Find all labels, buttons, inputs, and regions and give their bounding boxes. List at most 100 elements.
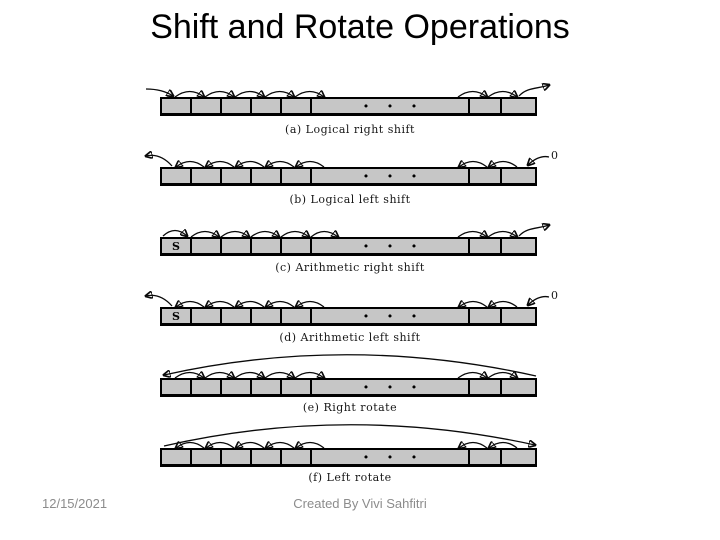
shift-arc <box>206 443 235 449</box>
shift-arc <box>459 302 488 308</box>
shift-arc <box>457 92 487 98</box>
shift-arc <box>250 232 279 238</box>
ellipsis-cell: • • • <box>312 99 470 113</box>
caption-logical-right-shift: (a) Logical right shift <box>285 123 415 136</box>
shift-arc <box>176 443 205 449</box>
register-cell <box>502 99 535 113</box>
arrows-logical-right-shift <box>145 85 549 98</box>
register-cell <box>252 169 282 183</box>
arrows-arithmetic-right-shift <box>162 225 549 238</box>
register-logical-left-shift: • • • <box>160 167 537 186</box>
shift-arc <box>459 443 488 449</box>
slide-credit: Created By Vivi Sahfitri <box>293 496 427 511</box>
register-cell <box>252 450 282 464</box>
register-cell <box>470 309 502 323</box>
register-cell <box>192 309 222 323</box>
shift-arc <box>489 443 518 449</box>
register-cell <box>222 99 252 113</box>
shift-arc <box>280 232 309 238</box>
shift-arc <box>204 373 234 379</box>
register-cell <box>282 380 312 394</box>
register-arithmetic-left-shift: S • • • <box>160 307 537 326</box>
rotate-wrap-arc <box>163 424 535 446</box>
register-cell <box>502 239 535 253</box>
shift-arc <box>236 162 265 168</box>
register-cell <box>282 450 312 464</box>
shift-arc <box>206 302 235 308</box>
carry-out-arrow <box>518 85 549 97</box>
ellipsis-cell: • • • <box>312 169 470 183</box>
register-cell <box>282 99 312 113</box>
shift-arc <box>220 232 249 238</box>
register-cell <box>502 380 535 394</box>
register-cell <box>282 169 312 183</box>
shift-arc <box>489 162 518 168</box>
register-cell <box>162 99 192 113</box>
shift-arc <box>296 443 325 449</box>
arrows-logical-left-shift <box>146 155 550 168</box>
shift-arc <box>236 443 265 449</box>
register-cell <box>502 169 535 183</box>
sign-bit-cell: S <box>162 309 192 323</box>
shift-arc <box>310 232 338 238</box>
slide-date: 12/15/2021 <box>42 496 108 511</box>
shift-arc <box>459 162 488 168</box>
register-cell <box>252 239 282 253</box>
shift-arc <box>266 302 295 308</box>
shift-arc <box>487 373 517 379</box>
register-cell <box>162 169 192 183</box>
register-cell <box>162 450 192 464</box>
register-cell <box>192 380 222 394</box>
arrows-right-rotate <box>164 354 537 379</box>
carry-out-arrow <box>518 225 549 237</box>
shift-arc <box>487 92 517 98</box>
register-cell <box>192 99 222 113</box>
register-cell <box>502 309 535 323</box>
register-cell <box>252 380 282 394</box>
shift-arc <box>294 373 324 379</box>
shift-arc <box>190 232 219 238</box>
shift-arc <box>489 302 518 308</box>
shift-arc <box>234 92 264 98</box>
shift-arc <box>174 373 204 379</box>
shift-arc <box>296 162 325 168</box>
register-arithmetic-right-shift: S • • • <box>160 237 537 256</box>
register-cell <box>282 239 312 253</box>
shift-arc <box>206 162 235 168</box>
rotate-wrap-arc <box>164 354 537 376</box>
register-cell <box>192 169 222 183</box>
arrows-left-rotate <box>163 424 535 449</box>
register-cell <box>222 309 252 323</box>
register-cell <box>222 239 252 253</box>
register-cell <box>222 450 252 464</box>
register-cell <box>282 309 312 323</box>
register-cell <box>470 169 502 183</box>
shift-arc <box>294 92 324 98</box>
caption-arithmetic-right-shift: (c) Arithmetic right shift <box>275 261 425 274</box>
carry-in-arrow <box>145 88 173 96</box>
shift-arc <box>236 302 265 308</box>
register-left-rotate: • • • <box>160 448 537 467</box>
sign-replicate-arc <box>162 231 187 237</box>
caption-left-rotate: (f) Left rotate <box>308 471 392 484</box>
register-cell <box>470 239 502 253</box>
shift-arc <box>457 373 487 379</box>
shift-arc <box>176 302 205 308</box>
carry-out-arrow <box>146 295 173 307</box>
register-cell <box>192 239 222 253</box>
shift-arc <box>266 443 295 449</box>
shift-arc <box>264 92 294 98</box>
ellipsis-cell: • • • <box>312 450 470 464</box>
register-cell <box>502 450 535 464</box>
zero-in-label: 0 <box>551 149 558 162</box>
register-logical-right-shift: • • • <box>160 97 537 116</box>
ellipsis-cell: • • • <box>312 380 470 394</box>
register-cell <box>222 169 252 183</box>
shift-arc <box>264 373 294 379</box>
register-cell <box>192 450 222 464</box>
caption-right-rotate: (e) Right rotate <box>302 401 398 414</box>
shift-arc <box>234 373 264 379</box>
shift-arc <box>296 302 325 308</box>
shift-arc <box>457 232 487 238</box>
ellipsis-cell: • • • <box>312 309 470 323</box>
